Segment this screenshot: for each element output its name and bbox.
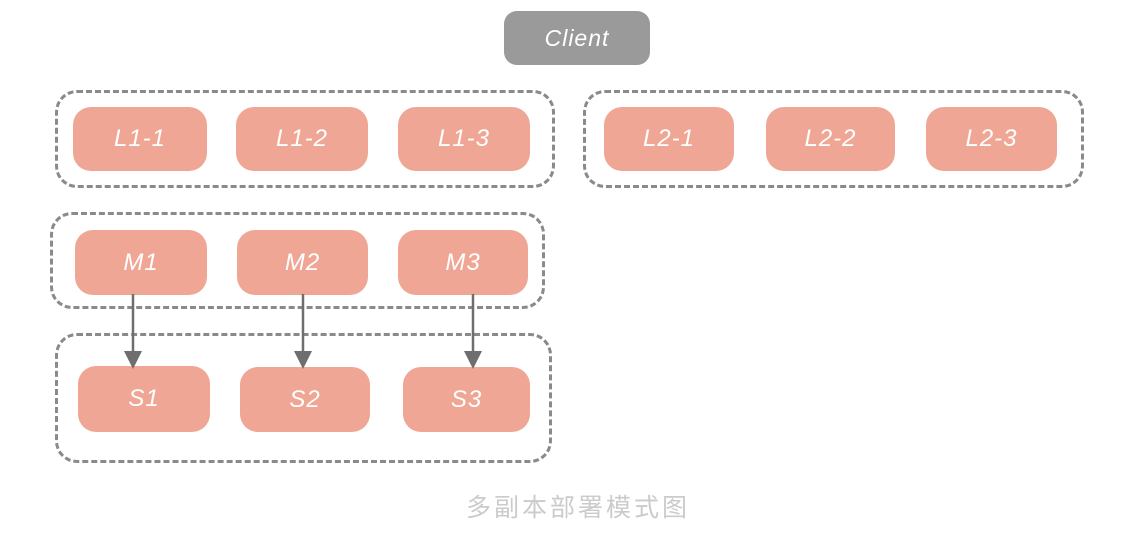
node-l2-1: L2-1 [604, 107, 734, 171]
node-l2-2: L2-2 [766, 107, 895, 171]
node-m3: M3 [398, 230, 528, 295]
node-l1-1-label: L1-1 [113, 125, 167, 152]
node-s2: S2 [240, 367, 370, 432]
node-l2-1-label: L2-1 [642, 125, 696, 152]
node-m2-label: M2 [284, 248, 321, 276]
node-l1-1: L1-1 [73, 107, 207, 171]
node-l2-2-label: L2-2 [804, 125, 857, 152]
diagram-caption: 多副本部署模式图 [465, 494, 690, 522]
client-node-label: Client [544, 24, 610, 51]
node-l1-2-label: L1-2 [275, 125, 329, 152]
group-m-replicas [50, 212, 545, 309]
node-l1-2: L1-2 [236, 107, 368, 171]
node-l2-3: L2-3 [926, 107, 1057, 171]
node-s2-label: S2 [289, 385, 321, 413]
group-l2-replicas [583, 90, 1084, 188]
node-s1-label: S1 [128, 385, 160, 412]
node-l2-3-label: L2-3 [965, 125, 1018, 152]
group-l1-replicas [55, 90, 555, 188]
node-m3-label: M3 [445, 248, 481, 276]
node-s1: S1 [78, 366, 210, 432]
arrow-m3-to-s3-icon [464, 294, 482, 369]
node-m2: M2 [237, 230, 368, 295]
node-l1-3: L1-3 [398, 107, 530, 171]
arrow-m1-to-s1-icon [124, 294, 142, 369]
client-node: Client [504, 11, 650, 65]
node-s3-label: S3 [450, 385, 483, 413]
arrow-m2-to-s2-icon [294, 294, 312, 369]
node-l1-3-label: L1-3 [437, 125, 491, 152]
node-s3: S3 [403, 367, 530, 432]
node-m1: M1 [75, 230, 207, 295]
node-m1-label: M1 [123, 248, 159, 276]
